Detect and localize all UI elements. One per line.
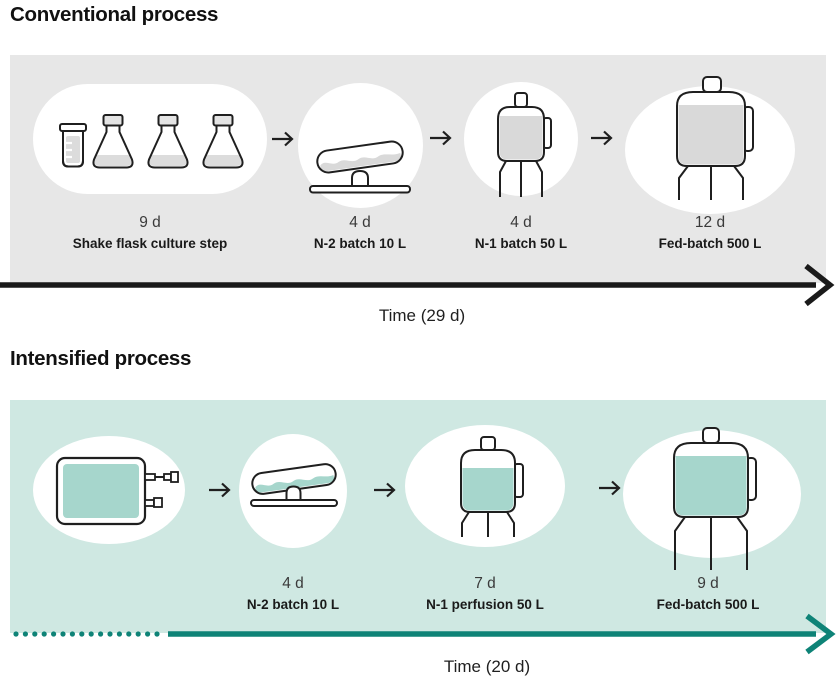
conventional-title: Conventional process [10, 3, 219, 26]
shake-flask-icon [92, 114, 134, 169]
stirred-bioreactor-50l-icon [460, 436, 524, 537]
step-duration: 9 d [697, 575, 719, 592]
step-duration: 4 d [349, 214, 371, 231]
step-label: 12 d Fed-batch 500 L [615, 213, 805, 252]
step-name: Fed-batch 500 L [656, 597, 760, 612]
intensified-time-label: Time (20 d) [443, 657, 531, 676]
timeline-arrow-icon [0, 263, 835, 307]
shake-flask-culture-icons [59, 114, 244, 169]
conventional-time-label: Time (29 d) [378, 306, 466, 325]
flow-arrow-icon [591, 130, 613, 146]
stirred-bioreactor-500l-icon [676, 76, 754, 200]
cell-bag-icon [55, 456, 179, 526]
rocking-bioreactor-icon [309, 140, 411, 194]
step-label: 4 d N-2 batch 10 L [198, 574, 388, 613]
step-name: N-2 batch 10 L [246, 597, 340, 612]
step-name: N-1 batch 50 L [474, 236, 568, 251]
step-label: 7 d N-1 perfusion 50 L [390, 574, 580, 613]
flow-arrow-icon [430, 130, 452, 146]
stirred-bioreactor-500l-icon [673, 427, 757, 570]
step-duration: 4 d [510, 214, 532, 231]
step-duration: 12 d [694, 214, 726, 231]
rocking-bioreactor-icon [250, 463, 338, 507]
step-duration: 4 d [282, 575, 304, 592]
step-label: 9 d Shake flask culture step [40, 213, 260, 252]
flow-arrow-icon [209, 482, 231, 498]
flow-arrow-icon [599, 480, 621, 496]
step-label: 4 d N-1 batch 50 L [426, 213, 616, 252]
stirred-bioreactor-50l-icon [497, 92, 552, 197]
step-label: 4 d N-2 batch 10 L [265, 213, 455, 252]
intensified-title: Intensified process [10, 347, 192, 370]
flow-arrow-icon [374, 482, 396, 498]
shake-flask-icon [147, 114, 189, 169]
shake-flask-icon [202, 114, 244, 169]
beaker-icon [59, 123, 87, 168]
step-name: N-2 batch 10 L [313, 236, 407, 251]
step-name: Fed-batch 500 L [658, 236, 762, 251]
step-duration: 9 d [139, 214, 161, 231]
flow-arrow-icon [272, 131, 294, 147]
intensified-panel: 4 d N-2 batch 10 L 7 d N-1 perfusion 50 … [10, 400, 826, 633]
step-name: N-1 perfusion 50 L [426, 597, 544, 612]
step-name: Shake flask culture step [72, 236, 228, 251]
dotted-timeline-arrow-icon [13, 613, 836, 655]
step-label: 9 d Fed-batch 500 L [613, 574, 803, 613]
step-duration: 7 d [474, 575, 496, 592]
conventional-panel: 9 d Shake flask culture step 4 d N-2 bat… [10, 55, 826, 283]
